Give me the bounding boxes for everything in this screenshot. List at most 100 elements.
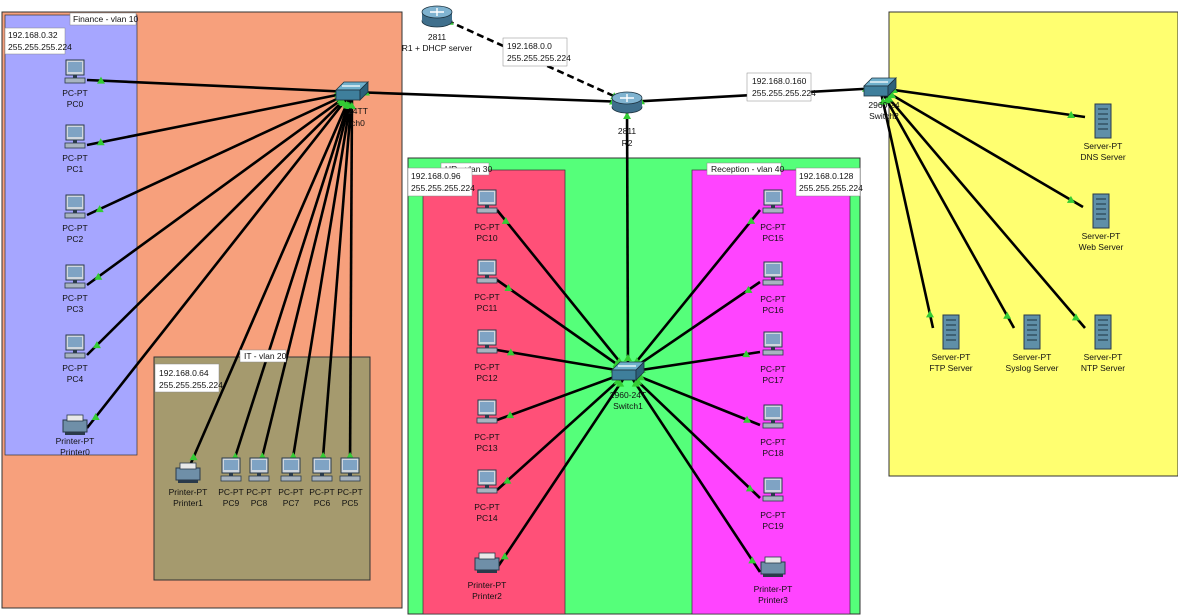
server-link-1-port-0 bbox=[888, 91, 897, 99]
reception-zone bbox=[691, 169, 851, 615]
finance-link-5-port-0 bbox=[91, 413, 100, 421]
hr-link-1 bbox=[496, 278, 629, 374]
it-printer1-printer-icon[interactable] bbox=[175, 462, 201, 483]
hr-pc10-pc-icon[interactable] bbox=[476, 189, 498, 214]
server-0-server-icon[interactable] bbox=[1094, 103, 1112, 139]
it-pc7-pc-icon[interactable] bbox=[280, 457, 302, 482]
switch2-model: 2960-24 bbox=[868, 100, 899, 110]
it-link-5-port-1 bbox=[347, 101, 356, 109]
it-link-0 bbox=[186, 91, 354, 471]
reception-link-4 bbox=[627, 371, 761, 499]
it-link-3 bbox=[289, 91, 354, 471]
reception-device-name-2: PC17 bbox=[762, 375, 784, 385]
reception-mask: 255.255.255.224 bbox=[799, 183, 863, 193]
server-name-3: Syslog Server bbox=[1006, 363, 1059, 373]
finance-pc3-pc-icon[interactable] bbox=[64, 264, 86, 289]
r2-servers-network: 192.168.0.160 bbox=[752, 76, 807, 86]
hr-pc11-pc-icon[interactable] bbox=[476, 259, 498, 284]
hr-device-type-0: PC-PT bbox=[474, 222, 500, 232]
reception-pc16-pc-icon[interactable] bbox=[762, 261, 784, 286]
finance-pc0-pc-icon[interactable] bbox=[64, 59, 86, 84]
finance-link-4 bbox=[86, 91, 353, 356]
reception-pc18-pc-icon[interactable] bbox=[762, 404, 784, 429]
reception-device-type-0: PC-PT bbox=[760, 222, 786, 232]
finance-link-0-port-0 bbox=[96, 76, 105, 84]
servers-zone bbox=[888, 11, 1178, 477]
finance-device-name-4: PC4 bbox=[67, 374, 84, 384]
it-pc5-pc-icon[interactable] bbox=[339, 457, 361, 482]
hr-device-type-3: PC-PT bbox=[474, 432, 500, 442]
finance-device-type-2: PC-PT bbox=[62, 223, 88, 233]
finance-link-5 bbox=[85, 91, 354, 429]
it-pc8-pc-icon[interactable] bbox=[248, 457, 270, 482]
switch1-switch-icon[interactable] bbox=[611, 361, 645, 381]
it-link-3-port-0 bbox=[289, 452, 298, 460]
finance-printer0-printer-icon[interactable] bbox=[62, 414, 88, 435]
it-device-name-0: Printer1 bbox=[173, 498, 203, 508]
it-link-0-port-0 bbox=[189, 453, 198, 461]
it-device-type-4: PC-PT bbox=[309, 487, 335, 497]
reception-network: 192.168.0.128 bbox=[799, 171, 854, 181]
it-device-name-1: PC9 bbox=[223, 498, 240, 508]
finance-pc1-pc-icon[interactable] bbox=[64, 124, 86, 149]
hr-device-name-4: PC14 bbox=[476, 513, 498, 523]
finance-device-type-4: PC-PT bbox=[62, 363, 88, 373]
server-4-server-icon[interactable] bbox=[1094, 314, 1112, 350]
hr-pc14-pc-icon[interactable] bbox=[476, 469, 498, 494]
r2-name: R2 bbox=[622, 138, 633, 148]
switch2-switch-icon[interactable] bbox=[863, 77, 897, 97]
reception-device-type-5: Printer-PT bbox=[754, 584, 793, 594]
server-1-server-icon[interactable] bbox=[1092, 193, 1110, 229]
hr-pc13-pc-icon[interactable] bbox=[476, 399, 498, 424]
server-link-2 bbox=[878, 87, 935, 329]
finance-pc4-pc-icon[interactable] bbox=[64, 334, 86, 359]
server-link-2-port-1 bbox=[925, 310, 934, 318]
hr-link-4 bbox=[496, 371, 629, 491]
reception-link-5-port-1 bbox=[631, 379, 640, 387]
r2-switch1-link bbox=[625, 101, 630, 373]
finance-pc2-pc-icon[interactable] bbox=[64, 194, 86, 219]
finance-mask: 255.255.255.224 bbox=[8, 42, 72, 52]
reception-printer3-printer-icon[interactable] bbox=[760, 556, 786, 577]
it-link-5 bbox=[348, 91, 354, 471]
server-link-1-port-1 bbox=[1066, 195, 1075, 203]
reception-device-type-2: PC-PT bbox=[760, 364, 786, 374]
switch1-model: 2960-24T bbox=[610, 390, 646, 400]
reception-pc19-pc-icon[interactable] bbox=[762, 477, 784, 502]
it-mask: 255.255.255.224 bbox=[159, 380, 223, 390]
server-link-3-port-1 bbox=[1003, 311, 1012, 319]
switch0-switch-icon[interactable] bbox=[335, 81, 369, 101]
hr-printer2-printer-icon[interactable] bbox=[474, 552, 500, 573]
server-link-4 bbox=[879, 87, 1086, 329]
server-name-0: DNS Server bbox=[1080, 152, 1126, 162]
reception-link-0-port-0 bbox=[747, 216, 756, 224]
it-pc6-pc-icon[interactable] bbox=[311, 457, 333, 482]
server-link-4-port-1 bbox=[1071, 313, 1080, 321]
it-pc9-pc-icon[interactable] bbox=[220, 457, 242, 482]
hr-link-3 bbox=[496, 370, 629, 422]
finance-device-name-5: Printer0 bbox=[60, 447, 90, 457]
finance-link-1 bbox=[86, 90, 353, 147]
it-link-4-port-0 bbox=[319, 452, 328, 460]
reception-link-5 bbox=[626, 371, 762, 573]
server-3-server-icon[interactable] bbox=[1023, 314, 1041, 350]
r2-switch1-link-port-1 bbox=[623, 354, 632, 362]
server-link-4-port-0 bbox=[885, 94, 894, 102]
finance-device-name-1: PC1 bbox=[67, 164, 84, 174]
hr-zone bbox=[422, 169, 566, 615]
server-2-server-icon[interactable] bbox=[942, 314, 960, 350]
r1-router-icon[interactable] bbox=[421, 5, 453, 28]
reception-zone-title: Reception - vlan 40 bbox=[711, 164, 785, 174]
finance-pc-area bbox=[4, 14, 138, 456]
r2-router-icon[interactable] bbox=[611, 91, 643, 114]
it-device-name-2: PC8 bbox=[251, 498, 268, 508]
server-link-3 bbox=[878, 87, 1016, 329]
reception-pc15-pc-icon[interactable] bbox=[762, 189, 784, 214]
r1-name: R1 + DHCP server bbox=[402, 43, 473, 53]
r2-servers-mask: 255.255.255.224 bbox=[752, 88, 816, 98]
it-link-4 bbox=[320, 91, 354, 471]
hr-pc12-pc-icon[interactable] bbox=[476, 329, 498, 354]
reception-pc17-pc-icon[interactable] bbox=[762, 331, 784, 356]
finance-device-name-3: PC3 bbox=[67, 304, 84, 314]
hr-device-name-1: PC11 bbox=[477, 303, 498, 313]
